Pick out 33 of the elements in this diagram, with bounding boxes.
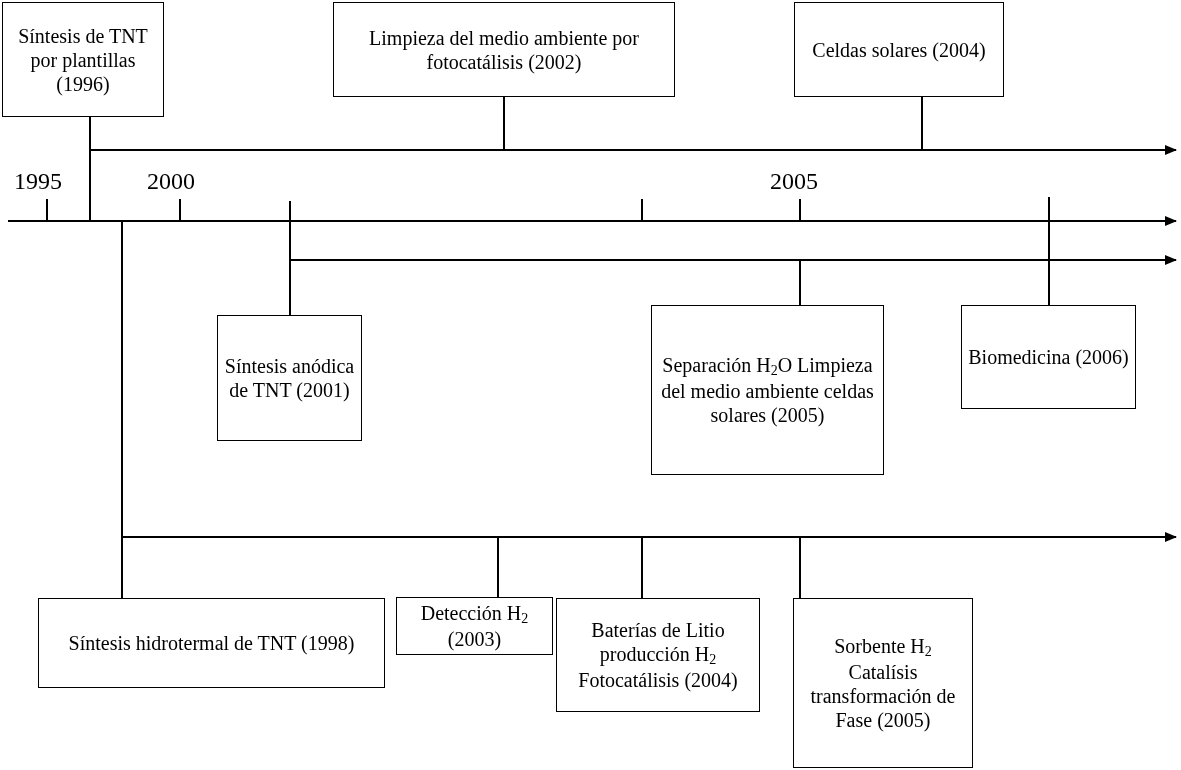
event-text: Baterías de Litio producción H$_{2}$ Fotocatálisis (2004) <box>577 617 739 693</box>
year-label: 1995 <box>14 168 62 195</box>
event-box <box>556 598 760 712</box>
event-text: Celdas solares (2004) <box>812 37 986 62</box>
event-box <box>651 305 884 475</box>
event-text: Síntesis de TNT por plantillas (1996) <box>17 23 149 96</box>
event-text: Detección H$_{2}$ (2003) <box>419 600 530 652</box>
event-text: Síntesis hidrotermal de TNT (1998) <box>68 631 355 655</box>
event-text: Separación H$_{2}$O Limpieza del medio ambiente celdas solares (2005) <box>660 352 875 428</box>
year-label: 2000 <box>147 168 195 195</box>
connector-line <box>799 259 801 306</box>
connector-line <box>89 116 91 222</box>
event-box <box>2 2 164 117</box>
event-box <box>793 598 973 768</box>
connector-line <box>921 96 923 151</box>
event-box <box>217 315 362 441</box>
event-text: Síntesis anódica de TNT (2001) <box>223 354 356 402</box>
connector-line <box>497 536 499 598</box>
event-box <box>396 597 553 655</box>
connector-line <box>503 96 505 151</box>
event-text: Biomedicina (2006) <box>968 345 1129 369</box>
connector-line <box>289 200 291 316</box>
event-box <box>38 598 385 688</box>
event-box <box>333 2 675 97</box>
event-box <box>961 305 1136 409</box>
connector-line <box>121 220 123 599</box>
year-label: 2005 <box>770 168 818 195</box>
connector-line <box>1048 196 1050 306</box>
connector-line <box>799 536 801 599</box>
connector-line <box>641 536 643 599</box>
event-text: Limpieza del medio ambiente por fotocatálisis (2002) <box>368 25 640 74</box>
event-text: Sorbente H$_{2}$ Catalísis transformación de Fase (2005) <box>809 633 957 733</box>
event-box <box>794 2 1004 97</box>
